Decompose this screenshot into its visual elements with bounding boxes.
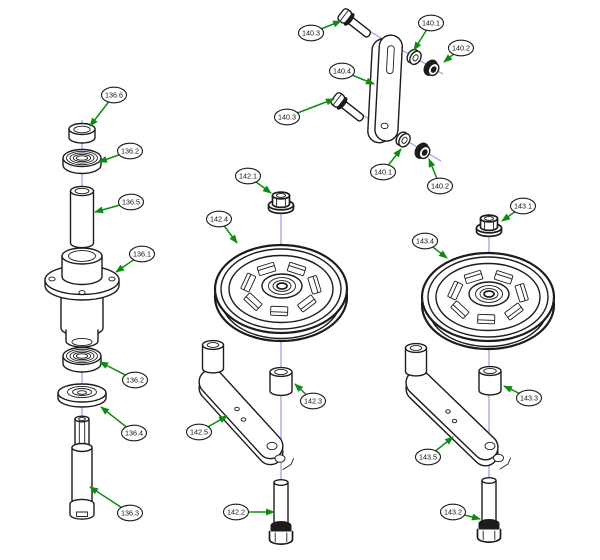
svg-text:143.4: 143.4 — [416, 237, 434, 246]
callout-136-3: 136.3 — [89, 486, 144, 522]
svg-text:140.3: 140.3 — [278, 113, 296, 122]
callout-142-3: 142.3 — [294, 383, 327, 410]
svg-text:136.6: 136.6 — [105, 91, 123, 100]
callout-142-4: 142.4 — [205, 210, 238, 244]
callout-143-4: 143.4 — [411, 232, 448, 259]
callout-136-2-lower: 136.2 — [99, 361, 149, 389]
svg-text:142.5: 142.5 — [190, 428, 208, 437]
callout-136-6: 136.6 — [89, 86, 128, 127]
flat-idler-pulley-right — [420, 251, 556, 351]
callout-136-1: 136.1 — [115, 245, 156, 273]
hex-bolt-middle — [268, 479, 294, 545]
callout-136-4: 136.4 — [100, 406, 148, 442]
flange-nut-142 — [267, 191, 295, 215]
svg-text:140.2: 140.2 — [452, 44, 470, 53]
svg-text:142.4: 142.4 — [210, 215, 228, 224]
svg-text:143.2: 143.2 — [444, 508, 462, 517]
bearing-upper — [62, 148, 102, 175]
carriage-bolt-lower — [330, 92, 365, 122]
spacer-tube — [69, 185, 95, 249]
spindle-assembly — [44, 122, 120, 520]
svg-text:136.5: 136.5 — [122, 198, 140, 207]
callouts: 136.6 136.2 136.5 136.1 136.2 136.4 136.… — [89, 14, 543, 522]
hex-bolt-right — [476, 477, 502, 543]
callout-143-1: 143.1 — [501, 197, 537, 222]
svg-text:136.2: 136.2 — [126, 376, 144, 385]
svg-text:140.1: 140.1 — [422, 19, 440, 28]
dust-shield — [57, 383, 107, 408]
svg-text:140.1: 140.1 — [374, 168, 392, 177]
idler-link — [367, 34, 403, 144]
callout-140-3-upper: 140.3 — [297, 20, 342, 42]
spindle-housing — [44, 247, 120, 348]
tension-link-assembly — [330, 8, 440, 160]
carriage-bolt-upper — [337, 8, 372, 38]
svg-text:140.2: 140.2 — [431, 182, 449, 191]
callout-143-3: 143.3 — [503, 385, 543, 407]
callout-142-1: 142.1 — [234, 167, 272, 194]
svg-text:136.2: 136.2 — [121, 147, 139, 156]
svg-text:143.3: 143.3 — [520, 394, 538, 403]
svg-text:143.5: 143.5 — [419, 453, 437, 462]
callout-142-5: 142.5 — [185, 415, 228, 441]
spacer-bushing-right — [478, 365, 502, 396]
callout-140-1-upper: 140.1 — [413, 14, 445, 51]
idler-arm-right — [404, 342, 511, 470]
washer-lower — [395, 131, 411, 148]
svg-text:140.4: 140.4 — [333, 67, 351, 76]
flange-nut-upper — [423, 59, 440, 77]
bearing-cap — [68, 122, 96, 144]
svg-text:142.1: 142.1 — [239, 172, 257, 181]
flat-idler-pulley-middle — [213, 243, 349, 343]
idler-assembly-middle — [198, 191, 349, 545]
callout-140-2-upper: 140.2 — [443, 39, 475, 63]
flange-nut-lower — [414, 142, 431, 160]
svg-text:136.3: 136.3 — [121, 509, 139, 518]
svg-text:136.4: 136.4 — [125, 429, 143, 438]
bearing-lower — [62, 346, 102, 373]
spacer-bushing-middle — [269, 366, 293, 397]
callout-136-5: 136.5 — [94, 193, 145, 214]
flange-nut-143 — [475, 214, 503, 238]
callout-140-1-lower: 140.1 — [369, 148, 402, 181]
callout-136-2-upper: 136.2 — [98, 142, 144, 163]
idler-assembly-right — [404, 214, 556, 543]
idler-arm-middle — [198, 339, 294, 470]
callout-143-5: 143.5 — [414, 436, 454, 466]
washer-upper — [406, 48, 422, 66]
svg-text:136.1: 136.1 — [133, 250, 151, 259]
callout-140-3-lower: 140.3 — [273, 98, 335, 126]
spindle-shaft — [69, 415, 95, 520]
svg-text:142.3: 142.3 — [304, 397, 322, 406]
svg-text:140.3: 140.3 — [302, 29, 320, 38]
callout-140-2-lower: 140.2 — [426, 158, 454, 195]
callout-143-2: 143.2 — [439, 503, 481, 521]
callout-140-4: 140.4 — [328, 62, 375, 85]
svg-text:143.1: 143.1 — [514, 202, 532, 211]
callout-142-2: 142.2 — [222, 503, 275, 521]
svg-text:142.2: 142.2 — [227, 508, 245, 517]
